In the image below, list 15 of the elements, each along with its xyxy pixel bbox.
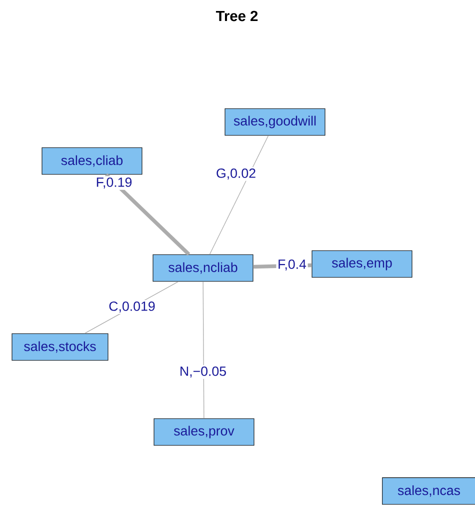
node-box: sales,cliab	[42, 147, 142, 175]
node-box: sales,prov	[154, 418, 254, 446]
edge-label: N,−0.05	[178, 365, 228, 379]
node-box: sales,stocks	[12, 333, 108, 361]
title: Tree 2	[216, 10, 258, 22]
node-box: sales,goodwill	[224, 108, 326, 136]
edge-label: F,0.19	[94, 176, 134, 190]
node-box: sales,ncliab	[152, 254, 254, 282]
connector-line	[209, 135, 269, 255]
node-box: sales,emp	[312, 250, 412, 278]
edge-label: F,0.4	[276, 258, 308, 272]
connector-line	[202, 281, 204, 419]
node-box: sales,ncas	[382, 477, 475, 505]
edge-label: G,0.02	[214, 167, 258, 181]
edge-label: C,0.019	[107, 300, 157, 314]
